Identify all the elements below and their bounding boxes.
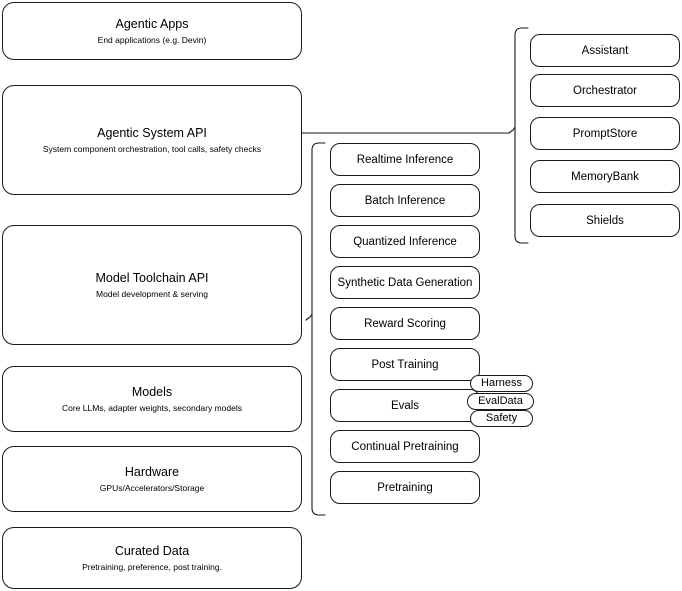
- eval-tag-label: EvalData: [478, 395, 523, 407]
- toolchain-item-label: Post Training: [371, 358, 439, 371]
- toolchain-item-reward-scoring[interactable]: Reward Scoring: [330, 307, 480, 340]
- stack-layer-curated-data[interactable]: Curated Data Pretraining, preference, po…: [2, 527, 302, 589]
- toolchain-item-pretraining[interactable]: Pretraining: [330, 471, 480, 504]
- toolchain-item-realtime-inference[interactable]: Realtime Inference: [330, 143, 480, 176]
- layer-title: Agentic System API: [97, 125, 207, 140]
- layer-title: Agentic Apps: [115, 16, 189, 31]
- eval-tag-label: Harness: [481, 377, 522, 389]
- layer-subtitle: Model development & serving: [96, 288, 208, 299]
- toolchain-item-synthetic-data-generation[interactable]: Synthetic Data Generation: [330, 266, 480, 299]
- system-item-orchestrator[interactable]: Orchestrator: [530, 74, 680, 107]
- toolchain-item-label: Quantized Inference: [353, 235, 457, 248]
- system-item-label: MemoryBank: [571, 170, 639, 183]
- toolchain-item-quantized-inference[interactable]: Quantized Inference: [330, 225, 480, 258]
- system-item-assistant[interactable]: Assistant: [530, 34, 680, 67]
- eval-tag-harness[interactable]: Harness: [470, 375, 533, 392]
- stack-layer-hardware[interactable]: Hardware GPUs/Accelerators/Storage: [2, 446, 302, 512]
- bracket-system-components: [508, 27, 529, 244]
- layer-title: Hardware: [124, 464, 180, 479]
- toolchain-item-label: Batch Inference: [364, 194, 446, 207]
- toolchain-item-label: Continual Pretraining: [351, 440, 459, 453]
- layer-title: Model Toolchain API: [95, 270, 209, 285]
- toolchain-item-label: Realtime Inference: [356, 153, 454, 166]
- stack-layer-agentic-system-api[interactable]: Agentic System API System component orch…: [2, 85, 302, 195]
- bracket-toolchain-components: [305, 142, 326, 516]
- toolchain-item-batch-inference[interactable]: Batch Inference: [330, 184, 480, 217]
- toolchain-item-label: Evals: [390, 399, 420, 412]
- layer-subtitle: GPUs/Accelerators/Storage: [99, 482, 205, 493]
- layer-title: Curated Data: [114, 543, 190, 558]
- system-item-memorybank[interactable]: MemoryBank: [530, 160, 680, 193]
- layer-title: Models: [131, 384, 173, 399]
- layer-subtitle: Core LLMs, adapter weights, secondary mo…: [61, 402, 242, 413]
- layer-subtitle: End applications (e.g. Devin): [97, 34, 207, 45]
- system-item-label: PromptStore: [572, 127, 638, 140]
- layer-subtitle: System component orchestration, tool cal…: [42, 143, 262, 154]
- toolchain-item-continual-pretraining[interactable]: Continual Pretraining: [330, 430, 480, 463]
- stack-layer-agentic-apps[interactable]: Agentic Apps End applications (e.g. Devi…: [2, 2, 302, 60]
- system-item-promptstore[interactable]: PromptStore: [530, 117, 680, 150]
- toolchain-item-label: Pretraining: [377, 481, 433, 494]
- toolchain-item-label: Reward Scoring: [364, 317, 446, 330]
- eval-tag-label: Safety: [485, 412, 518, 424]
- stack-layer-model-toolchain-api[interactable]: Model Toolchain API Model development & …: [2, 225, 302, 345]
- toolchain-item-evals[interactable]: Evals: [330, 389, 480, 422]
- eval-tag-safety[interactable]: Safety: [470, 410, 533, 427]
- layer-subtitle: Pretraining, preference, post training.: [82, 561, 222, 572]
- system-item-label: Assistant: [581, 44, 629, 57]
- eval-tag-evaldata[interactable]: EvalData: [467, 393, 534, 410]
- stack-layer-models[interactable]: Models Core LLMs, adapter weights, secon…: [2, 366, 302, 432]
- toolchain-item-label: Synthetic Data Generation: [337, 276, 473, 289]
- system-item-label: Orchestrator: [573, 84, 637, 97]
- toolchain-item-post-training[interactable]: Post Training: [330, 348, 480, 381]
- system-item-label: Shields: [586, 214, 624, 227]
- system-item-shields[interactable]: Shields: [530, 204, 680, 237]
